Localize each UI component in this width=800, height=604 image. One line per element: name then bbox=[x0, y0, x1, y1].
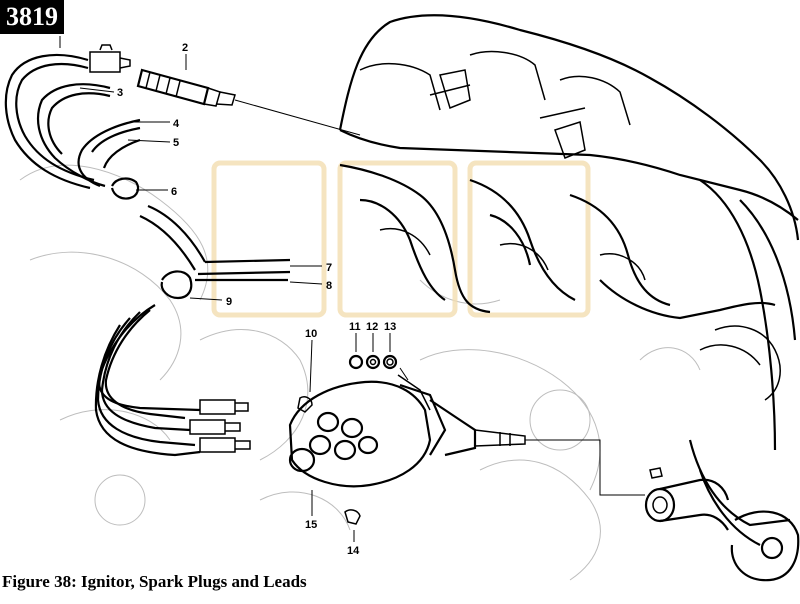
callout-7: 7 bbox=[326, 262, 332, 274]
callout-12: 12 bbox=[366, 321, 378, 333]
leader-lines bbox=[59, 36, 391, 542]
spark-plug-leads-bundle bbox=[94, 304, 251, 457]
intake-manifold bbox=[338, 14, 800, 582]
callout-9: 9 bbox=[226, 296, 232, 308]
figure-number-badge: 3819 bbox=[0, 0, 64, 34]
callout-13: 13 bbox=[384, 321, 396, 333]
figure-caption: Figure 38: Ignitor, Spark Plugs and Lead… bbox=[2, 572, 307, 591]
hardware-11-12-13 bbox=[348, 354, 398, 370]
ignition-leads-upper bbox=[4, 44, 361, 300]
callout-5: 5 bbox=[173, 137, 179, 149]
callout-14: 14 bbox=[347, 545, 360, 557]
callout-6: 6 bbox=[171, 186, 177, 198]
callout-labels: 2 3 4 5 6 7 8 9 10 11 12 13 14 15 bbox=[117, 42, 396, 557]
drive-elbow-tube bbox=[644, 478, 730, 531]
callout-10: 10 bbox=[305, 328, 317, 340]
callout-15: 15 bbox=[305, 519, 317, 531]
watermark-frames bbox=[211, 160, 591, 318]
callout-8: 8 bbox=[326, 280, 332, 292]
callout-11: 11 bbox=[349, 321, 361, 333]
ignitor-assembly bbox=[288, 367, 645, 525]
callout-4: 4 bbox=[173, 118, 180, 130]
callout-3: 3 bbox=[117, 87, 123, 99]
callout-2: 2 bbox=[182, 42, 188, 54]
background-engine-sketch bbox=[19, 164, 701, 581]
